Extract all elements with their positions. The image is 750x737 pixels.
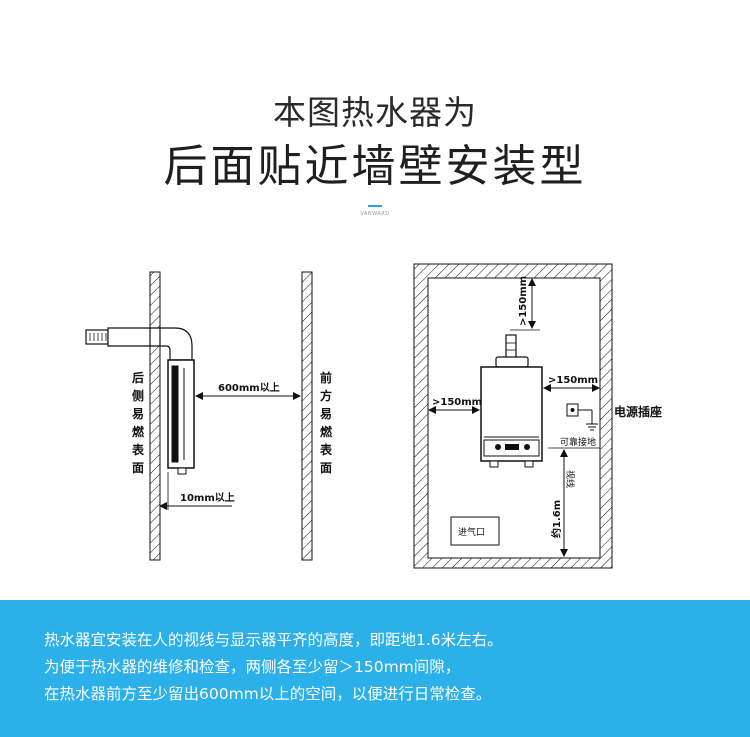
- ground-label: 可靠接地: [560, 436, 596, 448]
- front-wall-char: 面: [320, 461, 332, 475]
- title-line-2: 后面贴近墙壁安装型: [163, 141, 587, 192]
- water-heater-icon: [480, 334, 543, 468]
- front-wall-label: 前 方 易 燃 表 面: [319, 370, 333, 475]
- front-view-diagram: >150mm >150mm >150mm 电源插座 可靠接地 视线 约1.6m …: [413, 263, 662, 569]
- height-label: 约1.6m: [550, 500, 563, 538]
- back-wall-char: 面: [132, 461, 144, 475]
- front-clearance-label: 600mm以上: [218, 381, 280, 394]
- ground-icon: [586, 423, 598, 431]
- back-wall-char: 燃: [132, 424, 145, 439]
- brand-text: VANWARD: [360, 211, 390, 217]
- left-clearance-label: >150mm: [432, 397, 482, 408]
- brand-accent-bar: [368, 205, 382, 207]
- heater-side-view: [167, 359, 195, 475]
- front-wall-char: 方: [320, 388, 332, 403]
- installation-diagram: 后 侧 易 燃 表 面 前 方 易 燃 表 面 600mm以上 10mm以上: [85, 263, 662, 569]
- back-wall-char: 侧: [132, 388, 144, 403]
- top-clearance-label: >150mm: [518, 276, 529, 326]
- back-wall: [149, 271, 161, 561]
- footer-line-1: 热水器宜安装在人的视线与显示器平齐的高度，即距地1.6米左右。: [44, 631, 503, 649]
- gas-inlet-label: 进气口: [458, 526, 485, 538]
- back-clearance-label: 10mm以上: [180, 491, 235, 504]
- back-wall-label: 后 侧 易 燃 表 面: [131, 370, 145, 475]
- power-socket-icon: [566, 403, 593, 424]
- back-wall-char: 后: [132, 370, 144, 385]
- info-footer: 热水器宜安装在人的视线与显示器平齐的高度，即距地1.6米左右。 为便于热水器的维…: [0, 600, 750, 737]
- left-side-diagram: 后 侧 易 燃 表 面 前 方 易 燃 表 面 600mm以上 10mm以上: [85, 271, 333, 561]
- front-wall-char: 易: [320, 407, 332, 421]
- front-wall: [301, 271, 313, 561]
- sightline-label: 视线: [564, 470, 576, 488]
- footer-line-2: 为便于热水器的维修和检查，两侧各至少留＞150mm间隙，: [44, 658, 461, 676]
- right-clearance-label: >150mm: [548, 375, 598, 386]
- title-line-1: 本图热水器为: [273, 93, 477, 132]
- front-wall-char: 燃: [320, 424, 333, 439]
- wall-enclosure: [413, 263, 613, 569]
- front-wall-char: 前: [320, 370, 332, 385]
- power-socket-label: 电源插座: [614, 404, 662, 419]
- back-wall-char: 易: [132, 407, 144, 421]
- front-wall-char: 表: [319, 442, 333, 457]
- footer-line-3: 在热水器前方至少留出600mm以上的空间，以便进行日常检查。: [44, 685, 492, 703]
- gas-inlet-box: [450, 516, 500, 546]
- back-wall-char: 表: [131, 442, 145, 457]
- flue-pipe-icon: [85, 327, 193, 361]
